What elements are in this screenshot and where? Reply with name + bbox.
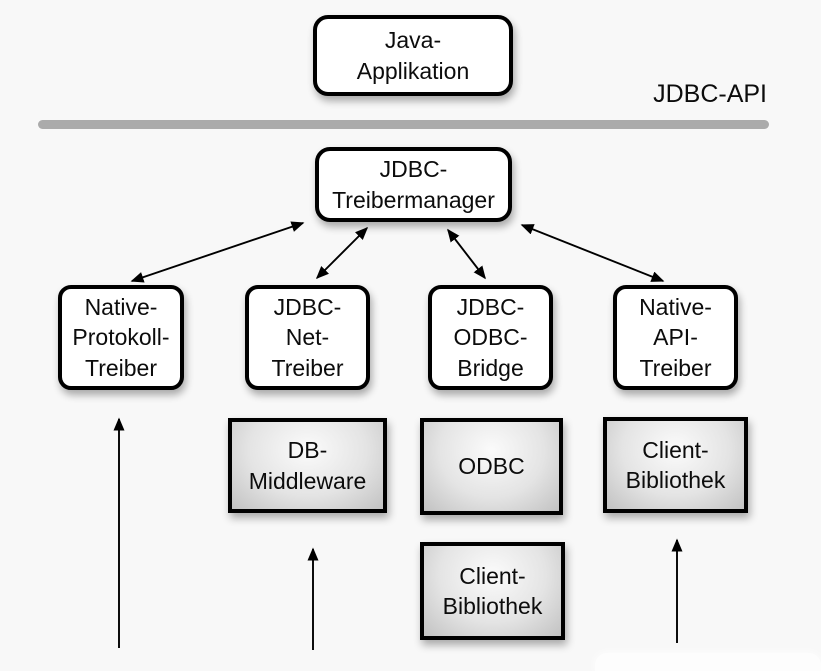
jdbc-api-label: JDBC-API [653,80,767,108]
node-client-bibliothek-rechts-label: Client- Bibliothek [625,436,726,493]
node-db-middleware: DB- Middleware [228,418,387,513]
node-jdbc-net-treiber-label: JDBC- Net- Treiber [271,293,344,381]
node-java-applikation-label: Java- Applikation [356,27,470,84]
node-client-bibliothek-mitte-label: Client- Bibliothek [442,562,543,619]
jdbc-api-divider-line [38,120,769,129]
node-native-protokoll-treiber: Native- Protokoll- Treiber [58,285,184,390]
arrow-manager-jdbc-odbc [447,228,486,280]
node-client-bibliothek-mitte: Client- Bibliothek [420,542,565,640]
node-native-protokoll-treiber-label: Native- Protokoll- Treiber [72,293,170,381]
node-jdbc-odbc-bridge: JDBC- ODBC- Bridge [428,285,553,390]
node-java-applikation: Java- Applikation [313,15,513,96]
node-odbc: ODBC [420,418,563,515]
node-db-middleware-label: DB- Middleware [248,437,367,494]
arrow-manager-native-protokoll [130,221,305,283]
arrow-manager-jdbc-net [315,226,369,280]
arrow-manager-native-api [520,224,665,282]
node-jdbc-odbc-bridge-label: JDBC- ODBC- Bridge [453,293,528,381]
node-jdbc-treibermanager: JDBC- Treibermanager [315,147,512,222]
node-jdbc-treibermanager-label: JDBC- Treibermanager [332,156,495,213]
node-jdbc-net-treiber: JDBC- Net- Treiber [245,285,370,390]
node-native-api-treiber-label: Native- API- Treiber [639,293,712,381]
node-odbc-label: ODBC [458,453,525,480]
cropped-bottom-box [595,653,821,671]
node-client-bibliothek-rechts: Client- Bibliothek [603,417,748,513]
node-native-api-treiber: Native- API- Treiber [613,285,738,390]
